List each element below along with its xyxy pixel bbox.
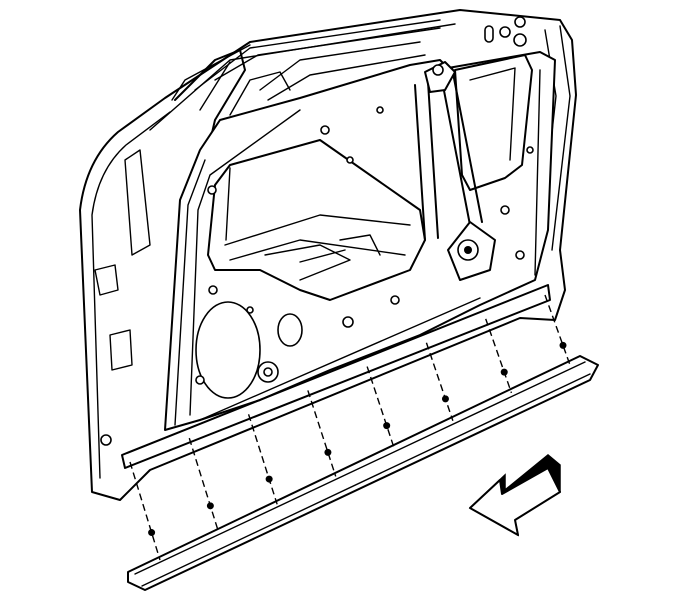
panel-holes (195, 16, 534, 385)
fastener-alignment-line (188, 437, 220, 533)
fastener-alignment-line (247, 414, 278, 505)
fastener-alignment-line (485, 318, 513, 394)
molding-clip (324, 448, 332, 456)
access-opening (207, 139, 426, 301)
molding-clip (206, 502, 214, 510)
fastener-alignment-line (366, 366, 395, 449)
molding-clip (265, 475, 273, 483)
handle-pocket (447, 221, 496, 281)
molding-clip (559, 341, 567, 349)
speaker-opening (195, 301, 303, 399)
window-regulator-rails (414, 61, 483, 241)
arrow-front-of-vehicle-icon (468, 454, 561, 537)
fastener-alignment-lines (129, 294, 571, 561)
fastener-alignment-line (544, 294, 571, 366)
upper-rear-opening (454, 54, 533, 191)
front-edge-details (94, 149, 151, 446)
fastener-alignment-line (129, 461, 161, 561)
fastener-alignment-line (307, 390, 337, 477)
molding-clip (148, 529, 156, 537)
lower-door-molding (127, 355, 599, 591)
door-bottom-flange (121, 284, 551, 469)
fastener-alignment-line (425, 342, 454, 421)
molding-clip (383, 422, 391, 430)
molding-clip (441, 395, 449, 403)
molding-clip (500, 368, 508, 376)
window-frame-front (174, 41, 426, 151)
